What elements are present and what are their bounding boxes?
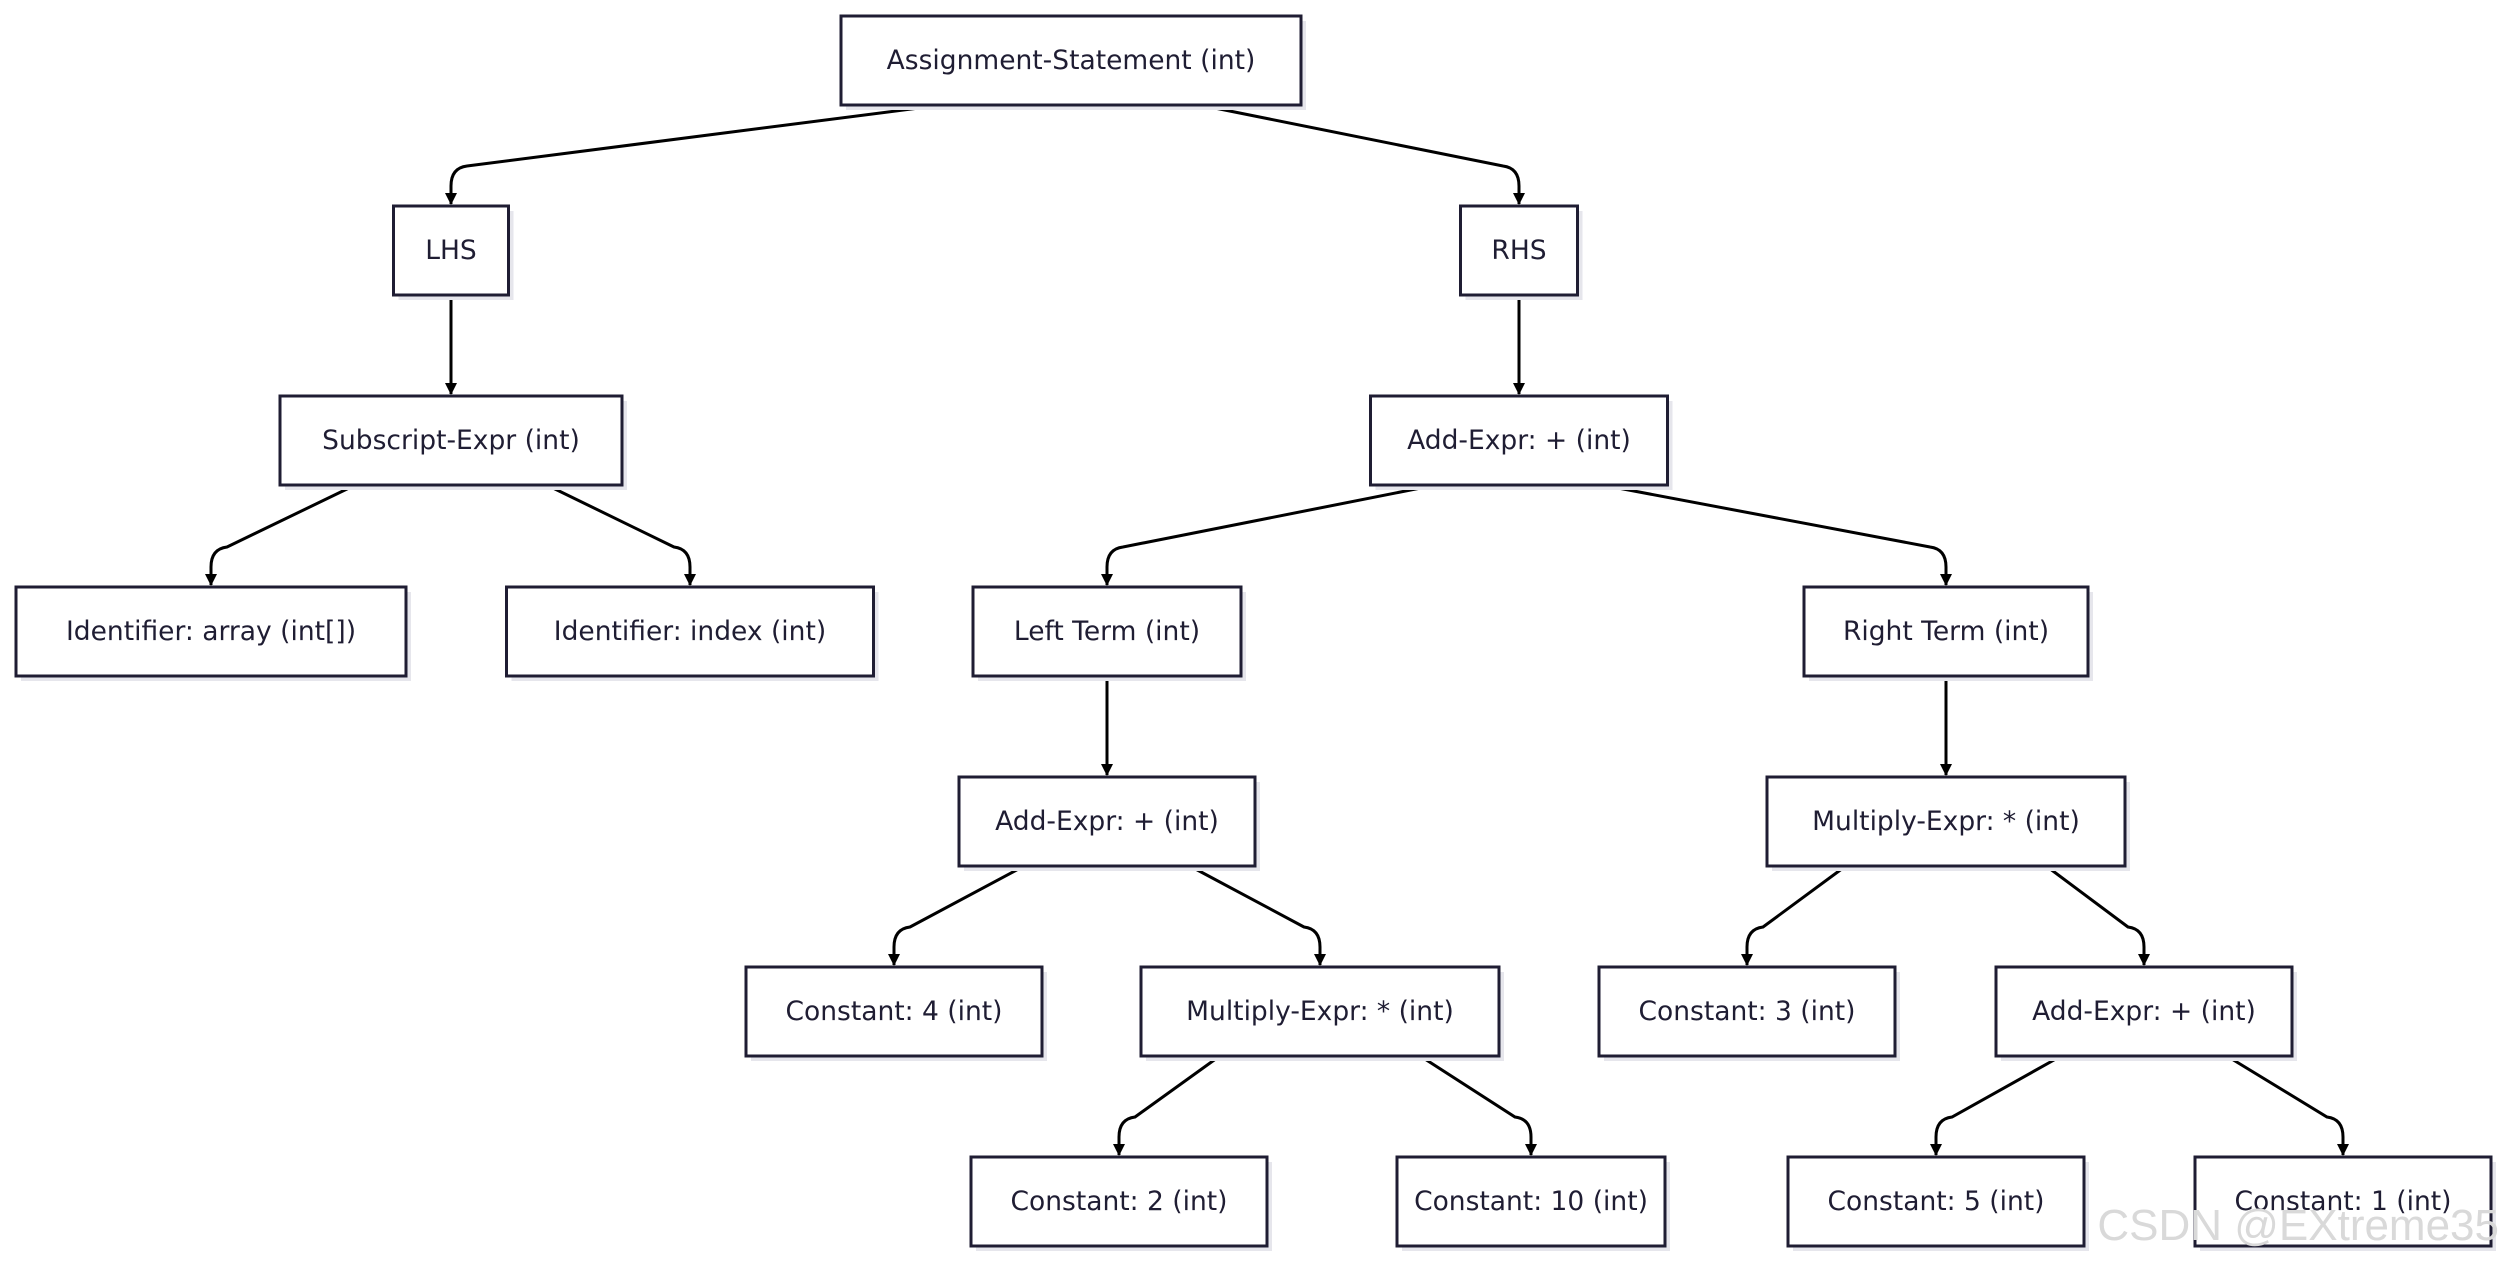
- edge-mul_left-to-const2: [1113, 1054, 1221, 1156]
- edge-add_left-to-const4: [888, 864, 1025, 966]
- node-label: Left Term (int): [1014, 616, 1200, 647]
- edge-subscript-to-ident_index: [546, 483, 696, 586]
- node-label: Constant: 4 (int): [786, 996, 1003, 1027]
- node-label: Constant: 5 (int): [1828, 1186, 2045, 1217]
- node-mul_left: Multiply-Expr: * (int): [1139, 965, 1504, 1061]
- node-box: [14, 585, 408, 678]
- node-box: [505, 585, 875, 678]
- node-label: Right Term (int): [1843, 616, 2049, 647]
- node-add_left: Add-Expr: + (int): [957, 775, 1260, 871]
- node-label: Multiply-Expr: * (int): [1812, 806, 2080, 837]
- node-const5: Constant: 5 (int): [1786, 1155, 2089, 1251]
- node-const3: Constant: 3 (int): [1597, 965, 1900, 1061]
- node-left_term: Left Term (int): [971, 585, 1246, 681]
- node-const4: Constant: 4 (int): [744, 965, 1047, 1061]
- node-box: [392, 204, 510, 297]
- node-label: Constant: 1 (int): [2235, 1186, 2452, 1217]
- node-box: [1786, 1155, 2086, 1248]
- node-box: [1802, 585, 2090, 678]
- edge-mul_left-to-const10: [1419, 1054, 1537, 1156]
- node-label: Assignment-Statement (int): [887, 45, 1256, 76]
- node-assign: Assignment-Statement (int): [839, 14, 1306, 110]
- node-box: [1459, 204, 1579, 297]
- node-label: Constant: 10 (int): [1414, 1186, 1648, 1217]
- node-box: [1369, 394, 1669, 487]
- node-mul_right: Multiply-Expr: * (int): [1765, 775, 2130, 871]
- edge-assign-to-rhs: [1199, 103, 1525, 205]
- node-label: RHS: [1491, 235, 1546, 266]
- edges: [205, 103, 2349, 1156]
- node-box: [1765, 775, 2127, 868]
- node-lhs: LHS: [392, 204, 514, 300]
- edge-add_right-to-const5: [1930, 1054, 2062, 1156]
- node-box: [839, 14, 1303, 107]
- node-box: [957, 775, 1257, 868]
- node-label: LHS: [425, 235, 477, 266]
- node-label: Add-Expr: + (int): [2032, 996, 2256, 1027]
- edge-add_right-to-const1: [2226, 1054, 2349, 1156]
- node-box: [1597, 965, 1897, 1058]
- node-add_right: Add-Expr: + (int): [1994, 965, 2297, 1061]
- node-ident_index: Identifier: index (int): [505, 585, 879, 681]
- node-subscript: Subscript-Expr (int): [278, 394, 627, 490]
- watermark-text: CSDN @EXtreme35: [2097, 1201, 2499, 1250]
- edge-add_top-to-right_term: [1601, 483, 1952, 586]
- node-label: Add-Expr: + (int): [1407, 425, 1631, 456]
- node-ident_array: Identifier: array (int[]): [14, 585, 411, 681]
- node-box: [278, 394, 624, 487]
- node-label: Multiply-Expr: * (int): [1186, 996, 1454, 1027]
- edge-add_top-to-left_term: [1101, 483, 1437, 586]
- node-rhs: RHS: [1459, 204, 1583, 300]
- node-box: [744, 965, 1044, 1058]
- nodes: Assignment-Statement (int) LHS RHS Subscrip…: [14, 14, 2496, 1251]
- node-label: Constant: 2 (int): [1011, 1186, 1228, 1217]
- node-box: [969, 1155, 1269, 1248]
- node-label: Constant: 3 (int): [1639, 996, 1856, 1027]
- node-add_top: Add-Expr: + (int): [1369, 394, 1673, 490]
- edge-mul_right-to-const3: [1741, 864, 1847, 966]
- edge-add_left-to-mul_left: [1189, 864, 1326, 966]
- node-const2: Constant: 2 (int): [969, 1155, 1272, 1251]
- edge-assign-to-lhs: [445, 103, 943, 205]
- edge-mul_right-to-add_right: [2045, 864, 2150, 966]
- node-box: [2193, 1155, 2493, 1248]
- node-box: [1395, 1155, 1667, 1248]
- node-box: [1139, 965, 1501, 1058]
- node-right_term: Right Term (int): [1802, 585, 2093, 681]
- node-label: Add-Expr: + (int): [995, 806, 1219, 837]
- node-const1: Constant: 1 (int): [2193, 1155, 2496, 1251]
- node-label: Subscript-Expr (int): [322, 425, 580, 456]
- node-box: [971, 585, 1243, 678]
- node-label: Identifier: index (int): [554, 616, 826, 647]
- node-const10: Constant: 10 (int): [1395, 1155, 1670, 1251]
- node-box: [1994, 965, 2294, 1058]
- edge-subscript-to-ident_array: [205, 483, 356, 586]
- node-label: Identifier: array (int[]): [66, 616, 356, 647]
